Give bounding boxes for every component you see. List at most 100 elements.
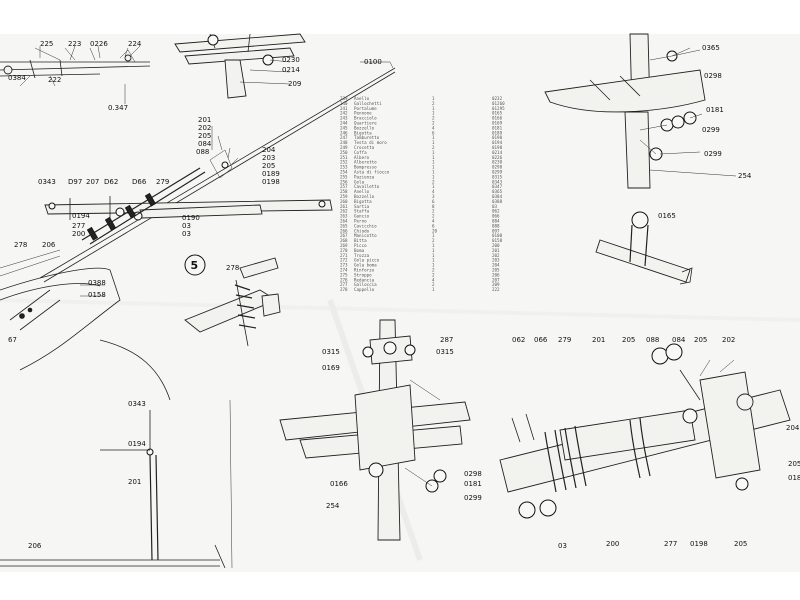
table-cell: 1	[432, 184, 435, 189]
table-cell: 0388	[492, 199, 503, 204]
table-cell: Quartiere	[354, 121, 377, 126]
table-cell: Cavalletto	[354, 184, 380, 189]
table-cell: 254	[340, 170, 348, 175]
crosstree-detail	[279, 319, 471, 541]
part-label: 0299	[704, 150, 722, 158]
table-cell: 0158	[492, 238, 503, 243]
table-cell: Cavicchio	[354, 223, 377, 228]
table-cell: 276	[340, 277, 348, 282]
table-cell: 0189	[492, 130, 503, 135]
part-label: 204	[786, 424, 800, 432]
bracket-detail	[595, 211, 693, 285]
part-label: 03	[558, 542, 567, 550]
cap-detail	[184, 257, 281, 347]
table-cell: 2	[432, 282, 435, 287]
table-cell: 243	[340, 116, 348, 121]
table-cell: 240	[340, 101, 348, 106]
table-cell: 066	[492, 214, 500, 219]
table-cell: 205	[492, 268, 500, 273]
gaff-boom-detail	[44, 126, 333, 245]
crosstree-top-detail	[174, 33, 306, 99]
table-cell: 1	[432, 248, 435, 253]
table-cell: 247	[340, 135, 348, 140]
table-cell: Bigotta	[354, 199, 372, 204]
part-label: 205	[622, 336, 635, 344]
part-label: 201	[592, 336, 605, 344]
table-cell: 2	[432, 272, 435, 277]
table-cell: Sartia	[354, 204, 370, 209]
table-cell: 2	[432, 209, 435, 214]
table-cell: 245	[340, 125, 348, 130]
part-label: 278	[14, 241, 27, 249]
part-label: 0165	[658, 212, 676, 220]
table-cell: 1	[432, 96, 435, 101]
table-cell: 2	[432, 145, 435, 150]
figure-number: 5	[191, 259, 199, 272]
part-label: 0.347	[108, 104, 128, 112]
part-label: 0194	[128, 440, 146, 448]
table-cell: 268	[340, 238, 348, 243]
table-cell: 4	[432, 125, 435, 130]
table-cell: 084	[492, 219, 500, 224]
table-cell: 0298	[492, 165, 503, 170]
part-label: 0214	[282, 66, 300, 74]
table-cell: 264	[340, 219, 348, 224]
part-label: 0198	[262, 178, 280, 186]
part-label: 254	[738, 172, 752, 180]
table-cell: 0226	[492, 155, 503, 160]
table-cell: 209	[492, 282, 500, 287]
table-cell: 203	[492, 258, 500, 263]
part-label: 202	[198, 124, 211, 132]
table-cell: 259	[340, 194, 348, 199]
table-cell: 0230	[492, 160, 503, 165]
table-cell: 270	[340, 248, 348, 253]
part-label: 205	[262, 162, 275, 170]
table-cell: Picco	[354, 243, 367, 248]
part-label: 066	[534, 336, 548, 344]
table-cell: 0347	[492, 184, 503, 189]
table-cell: 253	[340, 165, 348, 170]
table-cell: Bozzello	[354, 125, 375, 130]
table-cell: Boma	[354, 248, 365, 253]
part-label: D62	[104, 178, 118, 186]
part-label: 0226	[90, 40, 108, 48]
table-cell: 202	[492, 253, 500, 258]
table-cell: Testa di moro	[354, 140, 387, 145]
part-label: 225	[40, 40, 53, 48]
table-cell: 269	[340, 243, 348, 248]
table-cell: Redancia	[354, 277, 375, 282]
masthead-top-detail	[544, 33, 706, 189]
table-cell: 1	[432, 263, 435, 268]
table-cell: 0365	[492, 189, 503, 194]
table-cell: 1	[432, 287, 435, 292]
table-cell: Bitta	[354, 238, 367, 243]
table-cell: Manicotto	[354, 233, 377, 238]
table-cell: 6	[432, 199, 435, 204]
table-cell: 222	[492, 287, 500, 292]
lower-mast-detail	[0, 399, 233, 569]
part-label: 0388	[88, 279, 106, 287]
part-label: 205	[788, 460, 800, 468]
part-label: 088	[196, 148, 209, 156]
table-cell: 267	[340, 233, 348, 238]
table-cell: 265	[340, 223, 348, 228]
part-label: 0299	[464, 494, 482, 502]
table-cell: Bompresso	[354, 165, 377, 170]
table-cell: 258	[340, 189, 348, 194]
table-cell: 8	[432, 204, 435, 209]
part-label: 206	[28, 542, 42, 550]
table-cell: Crocetta	[354, 145, 375, 150]
table-cell: 275	[340, 272, 348, 277]
part-label: 0169	[322, 364, 340, 372]
table-cell: Rinforzo	[354, 268, 375, 273]
table-cell: 256	[340, 179, 348, 184]
part-label: D97	[68, 178, 82, 186]
table-cell: 2	[432, 268, 435, 273]
part-label: 209	[288, 80, 301, 88]
table-cell: Gola	[354, 179, 365, 184]
table-cell: 252	[340, 160, 348, 165]
table-cell: 097	[492, 228, 500, 233]
part-label: 0189	[788, 474, 800, 482]
